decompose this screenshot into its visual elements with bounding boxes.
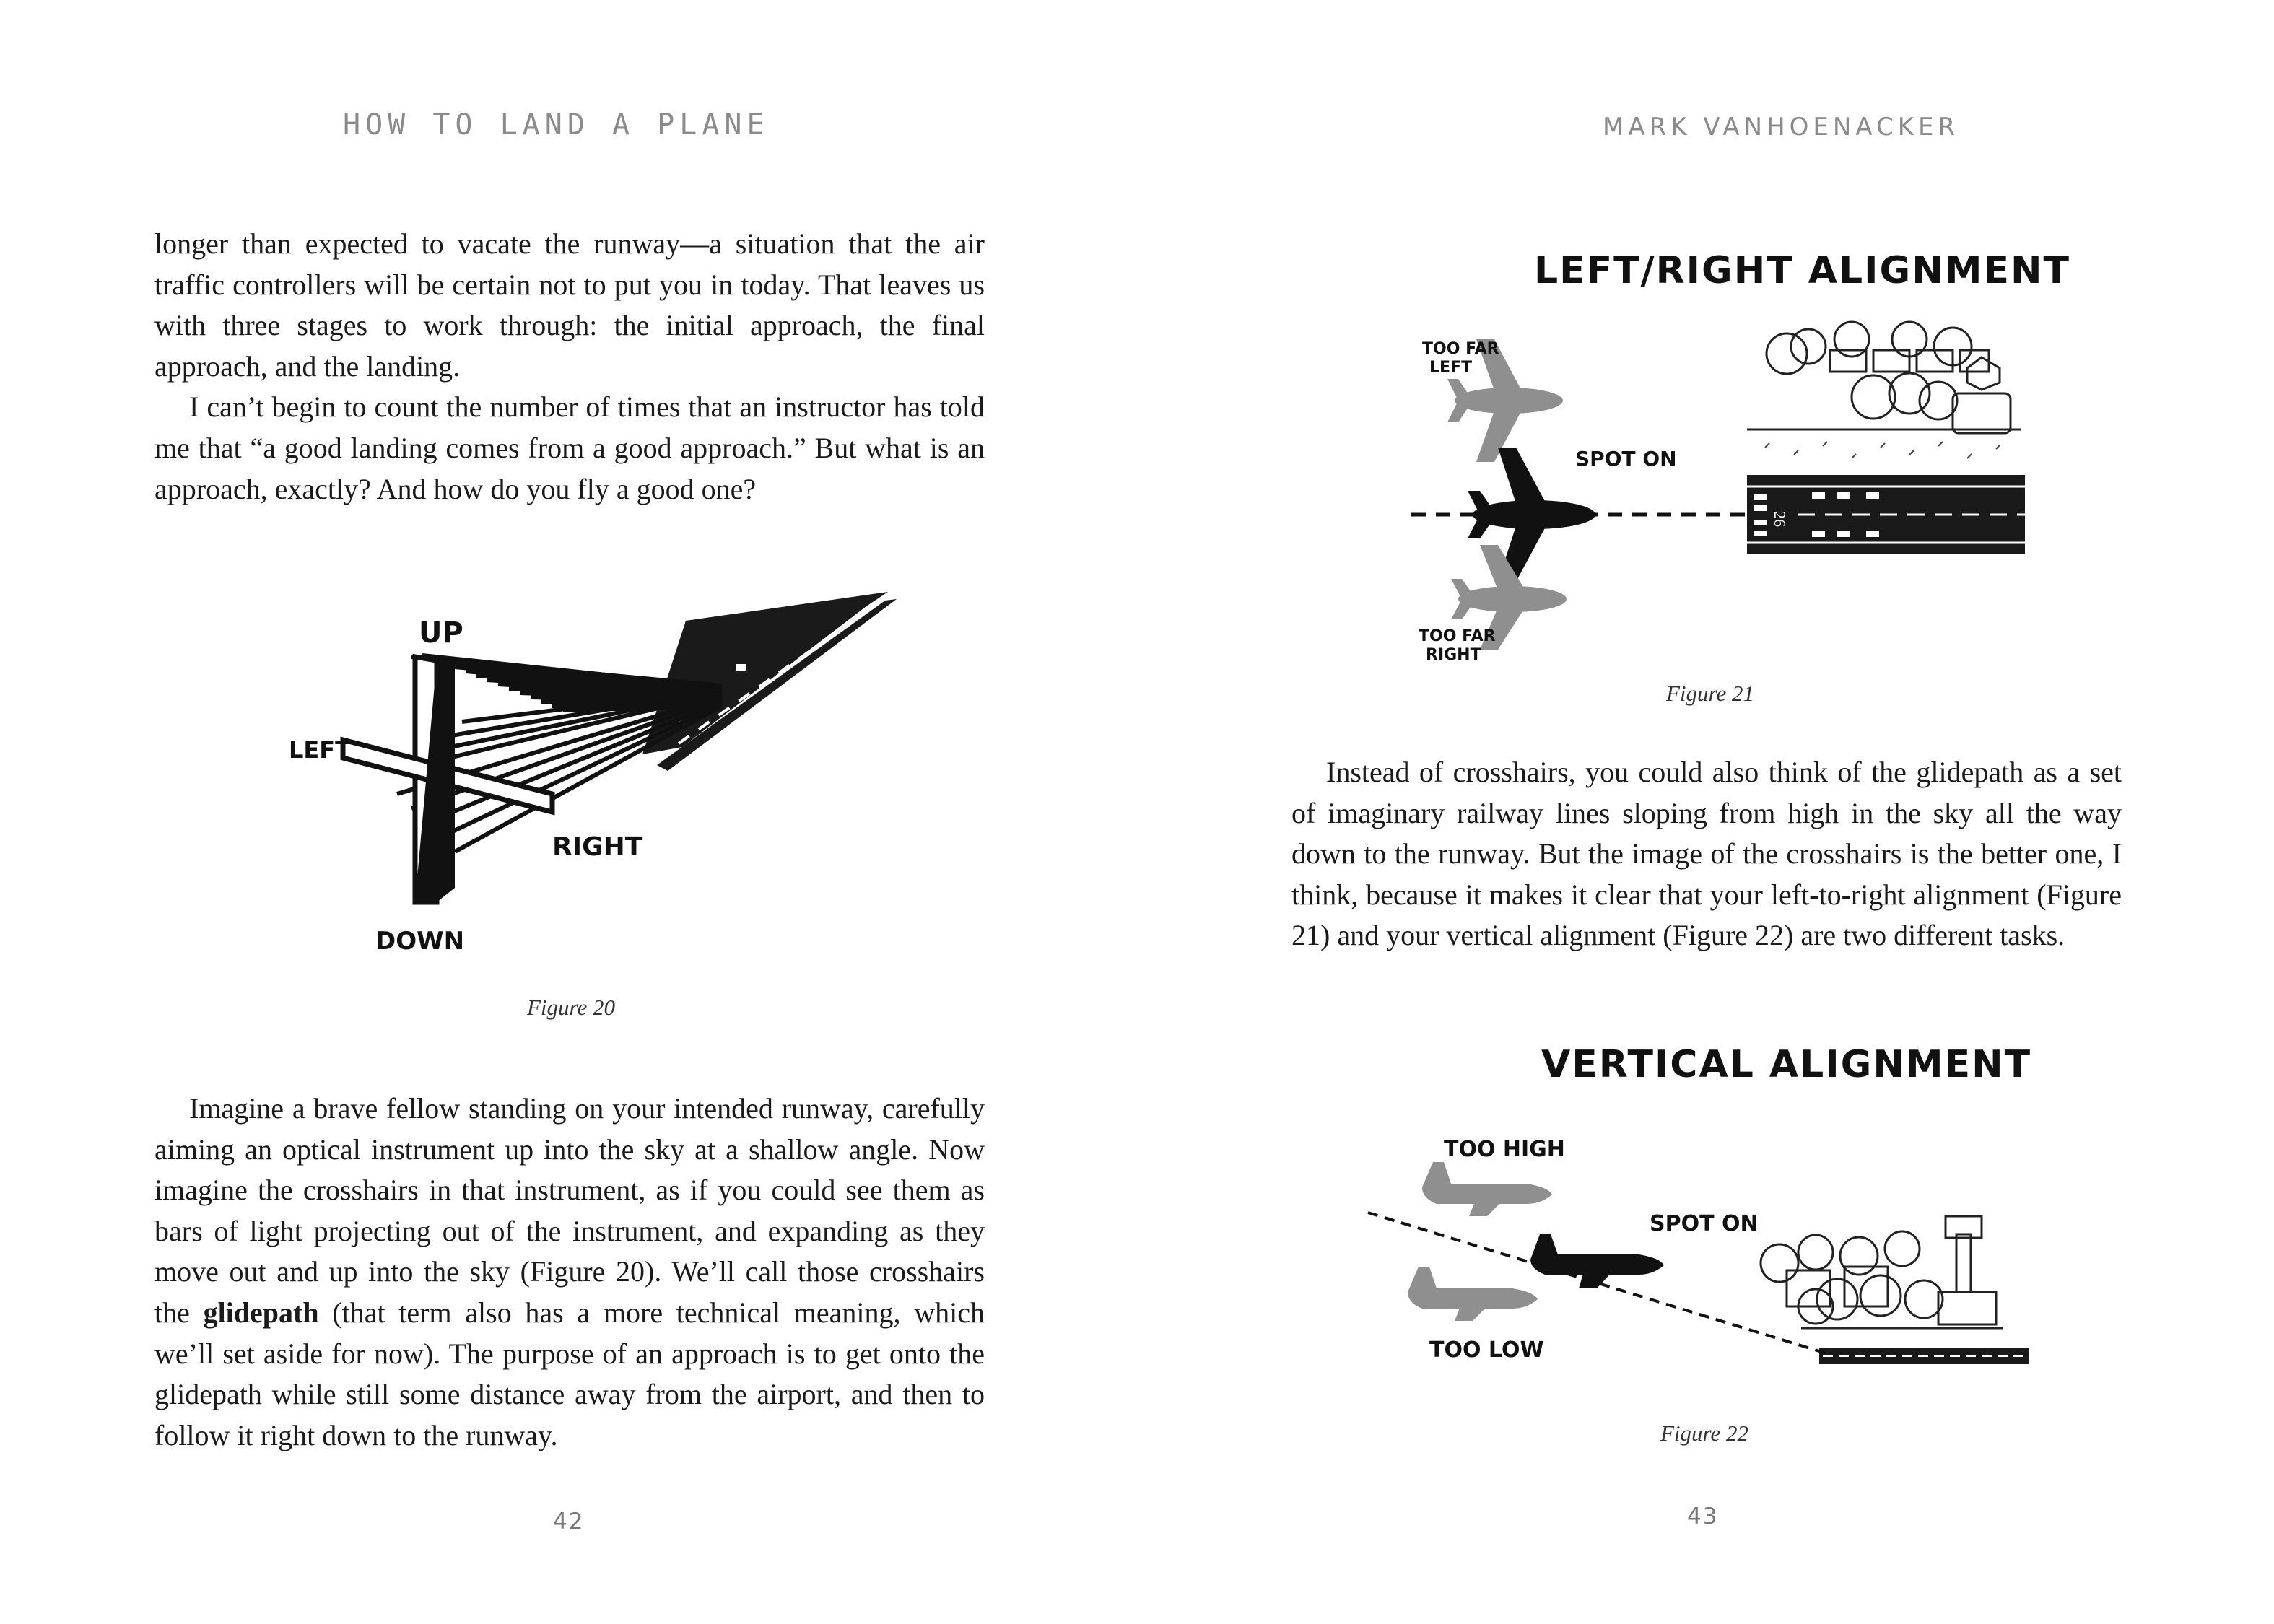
- plane-too-far-left: [1447, 339, 1563, 462]
- plane-too-far-right: [1451, 545, 1567, 650]
- runway-number: 26: [1771, 511, 1789, 527]
- figure-20-caption: Figure 20: [527, 995, 615, 1020]
- paragraph: Imagine a brave fellow standing on your …: [154, 1092, 985, 1451]
- label-too-far-right-line2: RIGHT: [1426, 646, 1481, 664]
- figure-21-left-right-alignment-illustration: 26 TOO FAR LEFT SPOT ON TOO F: [1411, 320, 2025, 664]
- label-left: LEFT: [289, 736, 351, 764]
- running-head-title: HOW TO LAND A PLANE: [343, 108, 770, 141]
- running-head-author: MARK VANHOENACKER: [1603, 113, 1960, 141]
- glidepath-line: [1367, 1211, 1827, 1355]
- left-page: HOW TO LAND A PLANE longer than expected…: [154, 108, 985, 1534]
- paragraph: I can’t begin to count the number of tim…: [154, 390, 985, 505]
- figure-21-title: LEFT/RIGHT ALIGNMENT: [1534, 249, 2070, 292]
- figure-20-crosshairs-illustration: UP LEFT RIGHT DOWN: [289, 592, 897, 956]
- glidepath-light-bars: [396, 653, 723, 854]
- airport-scenery: [1759, 1215, 2003, 1330]
- right-page: MARK VANHOENACKER LEFT/RIGHT ALIGNMENT: [1137, 0, 2274, 1624]
- label-spot-on: SPOT ON: [1575, 447, 1677, 471]
- paragraph: Instead of crosshairs, you could also th…: [1291, 756, 2122, 952]
- page-number: 42: [553, 1509, 585, 1534]
- left-text-bottom: Imagine a brave fellow standing on your …: [154, 1088, 985, 1456]
- paragraph: longer than expected to vacate the runwa…: [154, 227, 985, 383]
- figure-22-title: VERTICAL ALIGNMENT: [1541, 1043, 2032, 1086]
- label-too-far-left-line2: LEFT: [1429, 359, 1472, 377]
- page-number: 43: [1687, 1503, 1719, 1529]
- figure-21-caption: Figure 21: [1666, 681, 1754, 706]
- label-down: DOWN: [375, 927, 464, 956]
- label-too-far-right-line1: TOO FAR: [1419, 627, 1496, 645]
- figure-22-caption: Figure 22: [1660, 1420, 1748, 1446]
- crosshair-shape: [340, 653, 555, 905]
- runway-side-view: [1819, 1348, 2029, 1364]
- plane-too-low: [1408, 1267, 1538, 1321]
- airport-scenery: [1747, 320, 2021, 435]
- label-right: RIGHT: [552, 832, 643, 862]
- label-too-far-left-line1: TOO FAR: [1422, 340, 1499, 358]
- plane-spot-on: [1468, 448, 1595, 582]
- grass-marks: [1764, 441, 2001, 459]
- plane-too-high: [1422, 1162, 1552, 1216]
- label-up: UP: [419, 616, 463, 650]
- term-glidepath: glidepath: [203, 1296, 319, 1329]
- runway-plan-view: 26: [1747, 475, 2025, 554]
- figure-22-vertical-alignment-illustration: TOO HIGH SPOT ON TOO LOW: [1367, 1137, 2029, 1364]
- label-spot-on: SPOT ON: [1650, 1211, 1759, 1236]
- label-too-high: TOO HIGH: [1444, 1137, 1565, 1162]
- plane-spot-on: [1530, 1234, 1664, 1288]
- right-text-middle: Instead of crosshairs, you could also th…: [1291, 752, 2122, 956]
- left-text-top: longer than expected to vacate the runwa…: [154, 224, 985, 510]
- label-too-low: TOO LOW: [1429, 1337, 1544, 1363]
